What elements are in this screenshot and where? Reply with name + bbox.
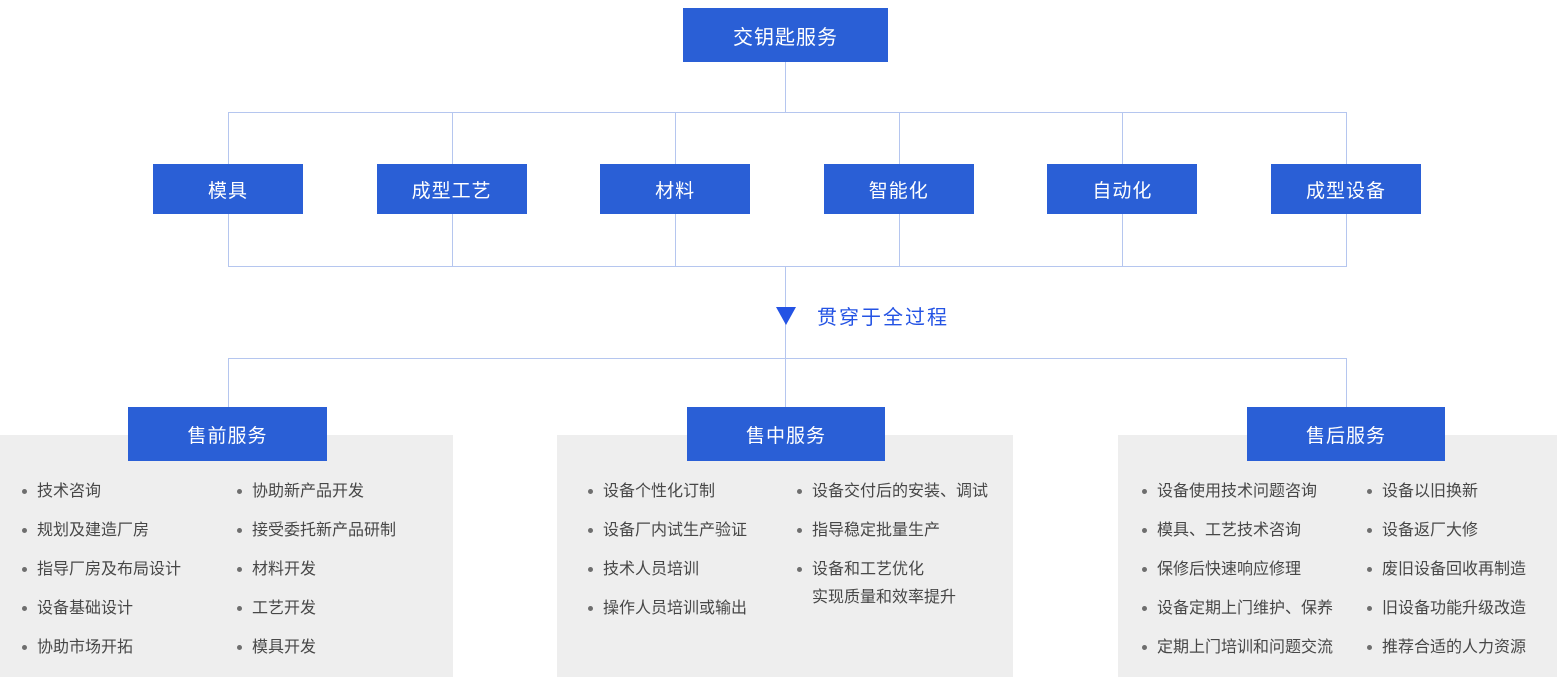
bullet-column: 设备使用技术问题咨询模具、工艺技术咨询保修后快速响应修理设备定期上门维护、保养定… <box>1142 481 1367 677</box>
bullet-column: 技术咨询规划及建造厂房指导厂房及布局设计设备基础设计协助市场开拓 <box>22 481 237 677</box>
branch-node-5: 成型设备 <box>1271 164 1421 214</box>
list-item-line: 设备返厂大修 <box>1382 522 1479 539</box>
branch-node-1: 成型工艺 <box>376 164 527 214</box>
section-title-1: 售中服务 <box>687 407 885 461</box>
bullet-column: 协助新产品开发接受委托新产品研制材料开发工艺开发模具开发 <box>237 481 396 677</box>
branch-node-3: 智能化 <box>823 164 974 214</box>
list-item: 协助市场开拓 <box>22 637 237 659</box>
connector-line-mid-rail <box>228 266 1347 267</box>
list-item: 设备基础设计 <box>22 598 237 620</box>
list-item-line: 设备厂内试生产验证 <box>603 522 748 539</box>
list-item-line: 设备个性化订制 <box>603 483 716 500</box>
list-item: 推荐合适的人力资源 <box>1367 637 1526 659</box>
branch-node-0: 模具 <box>153 164 303 214</box>
connector-line-center-drop <box>785 266 786 407</box>
list-item-line: 设备交付后的安装、调试 <box>812 483 989 500</box>
list-item: 废旧设备回收再制造 <box>1367 559 1526 581</box>
list-item-line: 指导厂房及布局设计 <box>37 561 182 578</box>
list-item: 定期上门培训和问题交流 <box>1142 637 1367 659</box>
list-item: 设备以旧换新 <box>1367 481 1526 503</box>
root-node: 交钥匙服务 <box>683 8 888 62</box>
list-item: 模具开发 <box>237 637 396 659</box>
list-item-line: 设备和工艺优化 <box>812 561 925 578</box>
list-item-line: 材料开发 <box>252 561 317 578</box>
list-item-line: 接受委托新产品研制 <box>252 522 397 539</box>
arrow-down-icon <box>776 307 796 325</box>
section-panel-2: 设备使用技术问题咨询模具、工艺技术咨询保修后快速响应修理设备定期上门维护、保养定… <box>1118 435 1557 677</box>
list-item-line: 推荐合适的人力资源 <box>1382 639 1527 656</box>
connector-line-root-stem <box>785 62 786 112</box>
connector-line-left-drop <box>228 358 229 407</box>
list-item-line: 保修后快速响应修理 <box>1157 561 1302 578</box>
list-item: 设备个性化订制 <box>588 481 797 503</box>
list-item: 工艺开发 <box>237 598 396 620</box>
list-item-line: 定期上门培训和问题交流 <box>1157 639 1334 656</box>
list-item-line: 模具开发 <box>252 639 317 656</box>
list-item: 保修后快速响应修理 <box>1142 559 1367 581</box>
connector-line-top-rail <box>228 112 1347 113</box>
list-item-line: 模具、工艺技术咨询 <box>1157 522 1302 539</box>
list-item: 操作人员培训或输出 <box>588 598 797 620</box>
list-item-line: 设备定期上门维护、保养 <box>1157 600 1334 617</box>
list-item: 设备和工艺优化实现质量和效率提升 <box>797 559 988 609</box>
list-item-line: 协助市场开拓 <box>37 639 134 656</box>
list-item-line: 指导稳定批量生产 <box>812 522 941 539</box>
process-note: 贯穿于全过程 <box>817 307 949 329</box>
connector-line-bottom-rail <box>228 358 1347 359</box>
branch-node-4: 自动化 <box>1047 164 1198 214</box>
list-item: 设备返厂大修 <box>1367 520 1526 542</box>
list-item: 指导厂房及布局设计 <box>22 559 237 581</box>
list-item: 设备交付后的安装、调试 <box>797 481 988 503</box>
list-item-line: 旧设备功能升级改造 <box>1382 600 1527 617</box>
list-item-line: 废旧设备回收再制造 <box>1382 561 1527 578</box>
list-item: 技术咨询 <box>22 481 237 503</box>
list-item: 模具、工艺技术咨询 <box>1142 520 1367 542</box>
list-item: 旧设备功能升级改造 <box>1367 598 1526 620</box>
list-item-line: 工艺开发 <box>252 600 317 617</box>
section-title-2: 售后服务 <box>1247 407 1445 461</box>
list-item: 设备厂内试生产验证 <box>588 520 797 542</box>
list-item-line: 协助新产品开发 <box>252 483 365 500</box>
list-item-line: 设备使用技术问题咨询 <box>1157 483 1318 500</box>
bullet-column: 设备个性化订制设备厂内试生产验证技术人员培训操作人员培训或输出 <box>588 481 797 677</box>
section-panel-1: 设备个性化订制设备厂内试生产验证技术人员培训操作人员培训或输出设备交付后的安装、… <box>557 435 1013 677</box>
list-item-line: 实现质量和效率提升 <box>812 589 957 606</box>
section-panel-0: 技术咨询规划及建造厂房指导厂房及布局设计设备基础设计协助市场开拓协助新产品开发接… <box>0 435 453 677</box>
list-item-line: 设备以旧换新 <box>1382 483 1479 500</box>
list-item: 设备定期上门维护、保养 <box>1142 598 1367 620</box>
bullet-column: 设备以旧换新设备返厂大修废旧设备回收再制造旧设备功能升级改造推荐合适的人力资源 <box>1367 481 1526 677</box>
list-item-line: 规划及建造厂房 <box>37 522 150 539</box>
list-item: 接受委托新产品研制 <box>237 520 396 542</box>
branch-node-2: 材料 <box>600 164 751 214</box>
list-item-line: 操作人员培训或输出 <box>603 600 748 617</box>
bullet-column: 设备交付后的安装、调试指导稳定批量生产设备和工艺优化实现质量和效率提升 <box>797 481 988 677</box>
list-item: 规划及建造厂房 <box>22 520 237 542</box>
list-item: 技术人员培训 <box>588 559 797 581</box>
list-item-line: 技术咨询 <box>37 483 102 500</box>
list-item: 指导稳定批量生产 <box>797 520 988 542</box>
list-item-line: 技术人员培训 <box>603 561 700 578</box>
section-title-0: 售前服务 <box>128 407 327 461</box>
connector-line-right-drop <box>1346 358 1347 407</box>
list-item-line: 设备基础设计 <box>37 600 134 617</box>
list-item: 设备使用技术问题咨询 <box>1142 481 1367 503</box>
list-item: 材料开发 <box>237 559 396 581</box>
list-item: 协助新产品开发 <box>237 481 396 503</box>
